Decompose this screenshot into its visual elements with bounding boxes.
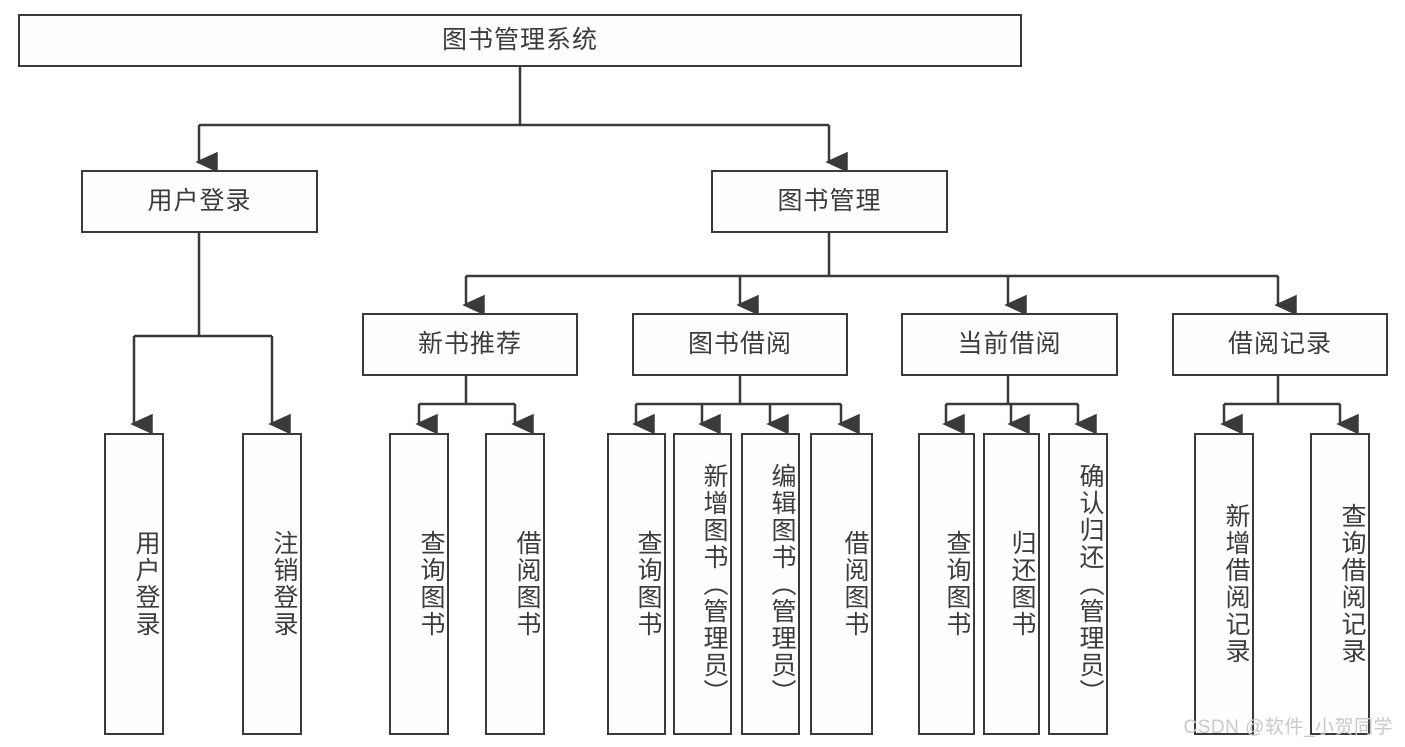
leaf-logout-label: 注销登录 (270, 530, 298, 638)
node-current-borrow-label: 当前借阅 (957, 330, 1062, 359)
node-borrow-record-label: 借阅记录 (1227, 330, 1332, 359)
node-user-login[interactable]: 用户登录 (81, 170, 318, 233)
leaf-user-login-label: 用户登录 (132, 530, 160, 638)
leaf-user-login[interactable]: 用户登录 (104, 433, 164, 735)
leaf-bookborrow-borrow-books-label: 借阅图书 (841, 530, 869, 638)
node-borrow-record[interactable]: 借阅记录 (1172, 313, 1388, 376)
node-new-book-recommend-label: 新书推荐 (417, 330, 522, 359)
watermark: CSDN @软件_小贺同学 (1183, 717, 1393, 738)
leaf-bookborrow-edit-book-admin-label: 编辑图书（管理员） (768, 462, 796, 706)
leaf-borrowrecord-query-record-label: 查询借阅记录 (1338, 503, 1366, 665)
leaf-bookborrow-add-book-admin[interactable]: 新增图书（管理员） (673, 433, 732, 735)
node-book-management[interactable]: 图书管理 (711, 170, 948, 233)
leaf-newbook-borrow-books-label: 借阅图书 (513, 530, 541, 638)
node-book-management-label: 图书管理 (777, 187, 882, 216)
node-root-book-management-system[interactable]: 图书管理系统 (18, 14, 1022, 67)
leaf-newbook-borrow-books[interactable]: 借阅图书 (485, 433, 545, 735)
node-book-borrow[interactable]: 图书借阅 (632, 313, 848, 376)
leaf-currentborrow-confirm-return-admin-label: 确认归还（管理员） (1076, 462, 1104, 706)
leaf-currentborrow-query-books-label: 查询图书 (943, 530, 971, 638)
leaf-currentborrow-return-books-label: 归还图书 (1008, 530, 1036, 638)
leaf-bookborrow-edit-book-admin[interactable]: 编辑图书（管理员） (741, 433, 800, 735)
leaf-logout[interactable]: 注销登录 (242, 433, 302, 735)
leaf-bookborrow-borrow-books[interactable]: 借阅图书 (810, 433, 873, 735)
leaf-newbook-query-books-label: 查询图书 (417, 530, 445, 638)
leaf-newbook-query-books[interactable]: 查询图书 (389, 433, 449, 735)
leaf-bookborrow-add-book-admin-label: 新增图书（管理员） (700, 462, 728, 706)
leaf-borrowrecord-query-record[interactable]: 查询借阅记录 (1310, 433, 1370, 735)
leaf-currentborrow-return-books[interactable]: 归还图书 (983, 433, 1040, 735)
leaf-bookborrow-query-books[interactable]: 查询图书 (607, 433, 666, 735)
leaf-currentborrow-query-books[interactable]: 查询图书 (918, 433, 975, 735)
leaf-bookborrow-query-books-label: 查询图书 (634, 530, 662, 638)
leaf-borrowrecord-add-record[interactable]: 新增借阅记录 (1194, 433, 1254, 735)
node-current-borrow[interactable]: 当前借阅 (901, 313, 1118, 376)
leaf-currentborrow-confirm-return-admin[interactable]: 确认归还（管理员） (1048, 433, 1108, 735)
node-new-book-recommend[interactable]: 新书推荐 (362, 313, 578, 376)
leaf-borrowrecord-add-record-label: 新增借阅记录 (1222, 503, 1250, 665)
node-root-label: 图书管理系统 (441, 26, 598, 55)
node-book-borrow-label: 图书借阅 (687, 330, 792, 359)
node-user-login-label: 用户登录 (147, 187, 252, 216)
